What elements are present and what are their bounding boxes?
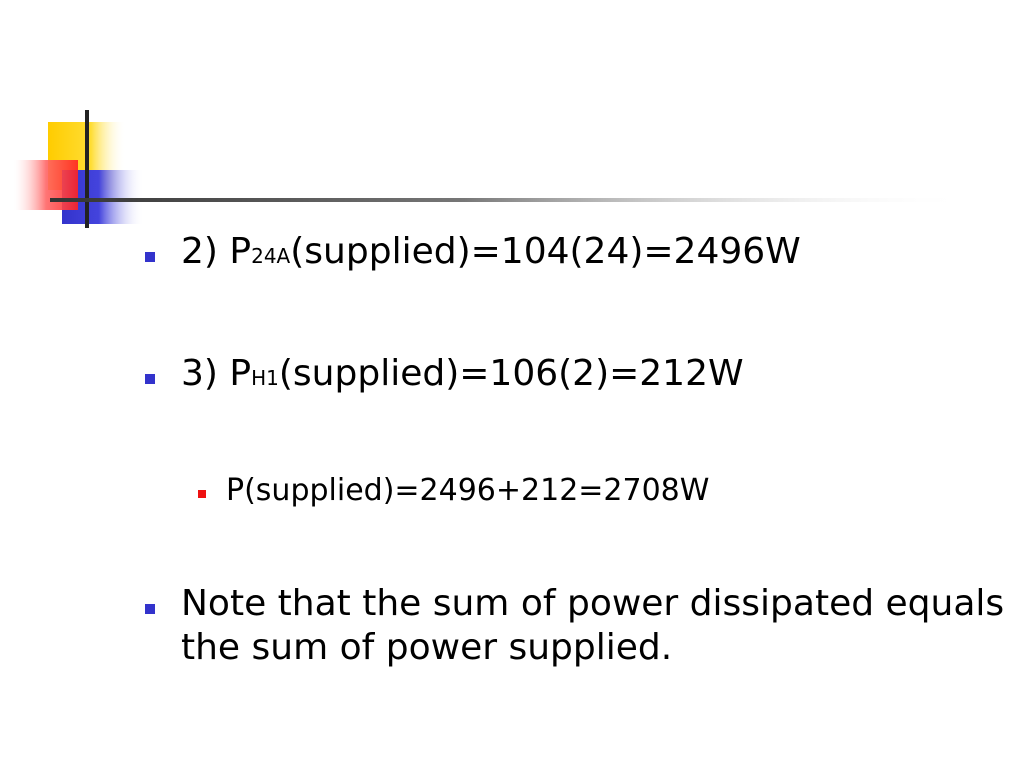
sub-bullet-item-total-supplied: P(supplied)=2496+212=2708W (198, 472, 1005, 510)
text-subscript: 24A (251, 244, 291, 268)
text-prefix: 3) P (181, 353, 252, 394)
bullet-text: 3) PH1(supplied)=106(2)=212W (181, 352, 744, 400)
bullet-marker (145, 252, 155, 262)
deco-red-square (14, 160, 78, 210)
text-suffix: (supplied)=104(24)=2496W (290, 231, 801, 272)
bullet-item-power-24a: 2) P24A(supplied)=104(24)=2496W (145, 230, 1005, 278)
decorative-header-graphic (14, 110, 970, 228)
sub-bullet-marker (198, 490, 206, 498)
bullet-text: 2) P24A(supplied)=104(24)=2496W (181, 230, 801, 278)
bullet-item-note: Note that the sum of power dissipated eq… (145, 582, 1005, 670)
bullet-list: 2) P24A(supplied)=104(24)=2496W 3) PH1(s… (145, 230, 1005, 670)
text-suffix: (supplied)=106(2)=212W (278, 353, 744, 394)
bullet-item-power-h1: 3) PH1(supplied)=106(2)=212W (145, 352, 1005, 400)
bullet-marker (145, 374, 155, 384)
deco-horizontal-line (50, 198, 970, 202)
text-prefix: 2) P (181, 231, 252, 272)
bullet-text: P(supplied)=2496+212=2708W (226, 473, 710, 508)
deco-vertical-line (85, 110, 89, 228)
bullet-text: Note that the sum of power dissipated eq… (181, 583, 1005, 668)
bullet-marker (145, 604, 155, 614)
text-subscript: H1 (251, 366, 279, 390)
